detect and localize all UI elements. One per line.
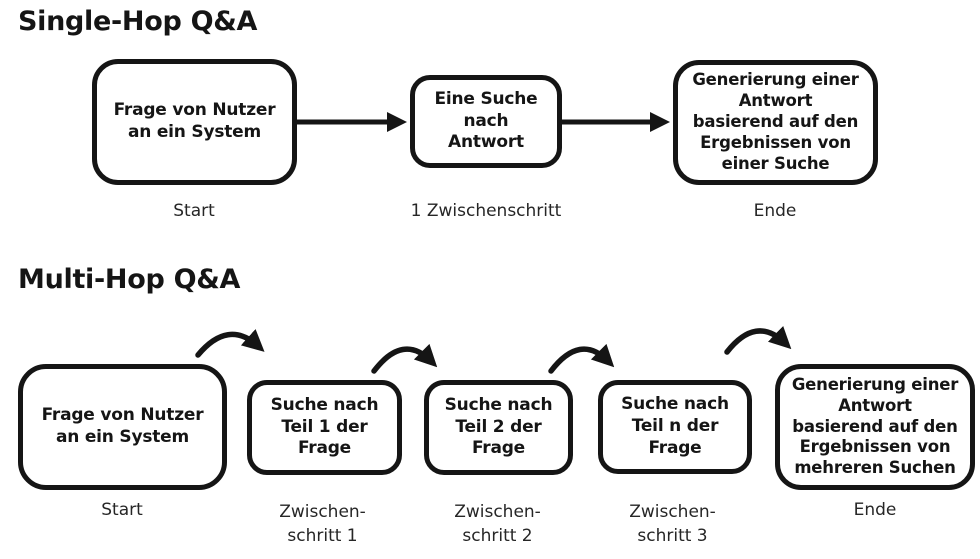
multi-hop-node-search-1: Suche nach Teil 1 der Frage	[247, 380, 402, 475]
multi-hop-node-search-2: Suche nach Teil 2 der Frage	[424, 380, 573, 475]
multi-hop-curved-arrow-4-icon	[724, 325, 792, 355]
single-hop-caption-start: Start	[173, 201, 215, 221]
multi-hop-node-search-n-label: Suche nach Teil n der Frage	[621, 394, 729, 458]
single-hop-node-start-label: Frage von Nutzer an ein System	[113, 100, 276, 142]
multi-hop-node-start-label: Frage von Nutzer an ein System	[41, 405, 204, 447]
multi-hop-node-end-label: Generierung einer Antwort basierend auf …	[791, 374, 959, 478]
single-hop-node-end: Generierung einer Antwort basierend auf …	[673, 60, 878, 185]
multi-hop-caption-step-2: Zwischen- schritt 2	[454, 502, 541, 546]
single-hop-node-search: Eine Suche nach Antwort	[410, 75, 562, 168]
multi-hop-caption-step-3: Zwischen- schritt 3	[629, 502, 716, 546]
multi-hop-node-start: Frage von Nutzer an ein System	[18, 364, 227, 490]
multi-hop-curved-arrow-2-icon	[371, 343, 438, 374]
single-hop-caption-intermediate: 1 Zwischenschritt	[410, 201, 562, 221]
single-hop-caption-end: Ende	[753, 201, 797, 221]
multi-hop-node-end: Generierung einer Antwort basierend auf …	[775, 364, 975, 490]
multi-hop-caption-step-1: Zwischen- schritt 1	[279, 502, 366, 546]
multi-hop-node-search-2-label: Suche nach Teil 2 der Frage	[444, 394, 553, 459]
single-hop-node-start: Frage von Nutzer an ein System	[92, 59, 297, 185]
multi-hop-caption-end: Ende	[853, 500, 897, 520]
multi-hop-title: Multi-Hop Q&A	[18, 264, 241, 295]
multi-hop-curved-arrow-1-icon	[195, 328, 265, 358]
multi-hop-caption-start: Start	[101, 500, 143, 520]
multi-hop-node-search-n: Suche nach Teil n der Frage	[598, 380, 752, 474]
single-hop-node-end-label: Generierung einer Antwort basierend auf …	[692, 70, 859, 173]
multi-hop-node-search-1-label: Suche nach Teil 1 der Frage	[270, 394, 379, 459]
single-hop-title: Single-Hop Q&A	[18, 6, 258, 37]
single-hop-node-search-label: Eine Suche nach Antwort	[434, 88, 538, 153]
multi-hop-curved-arrow-3-icon	[548, 343, 615, 374]
